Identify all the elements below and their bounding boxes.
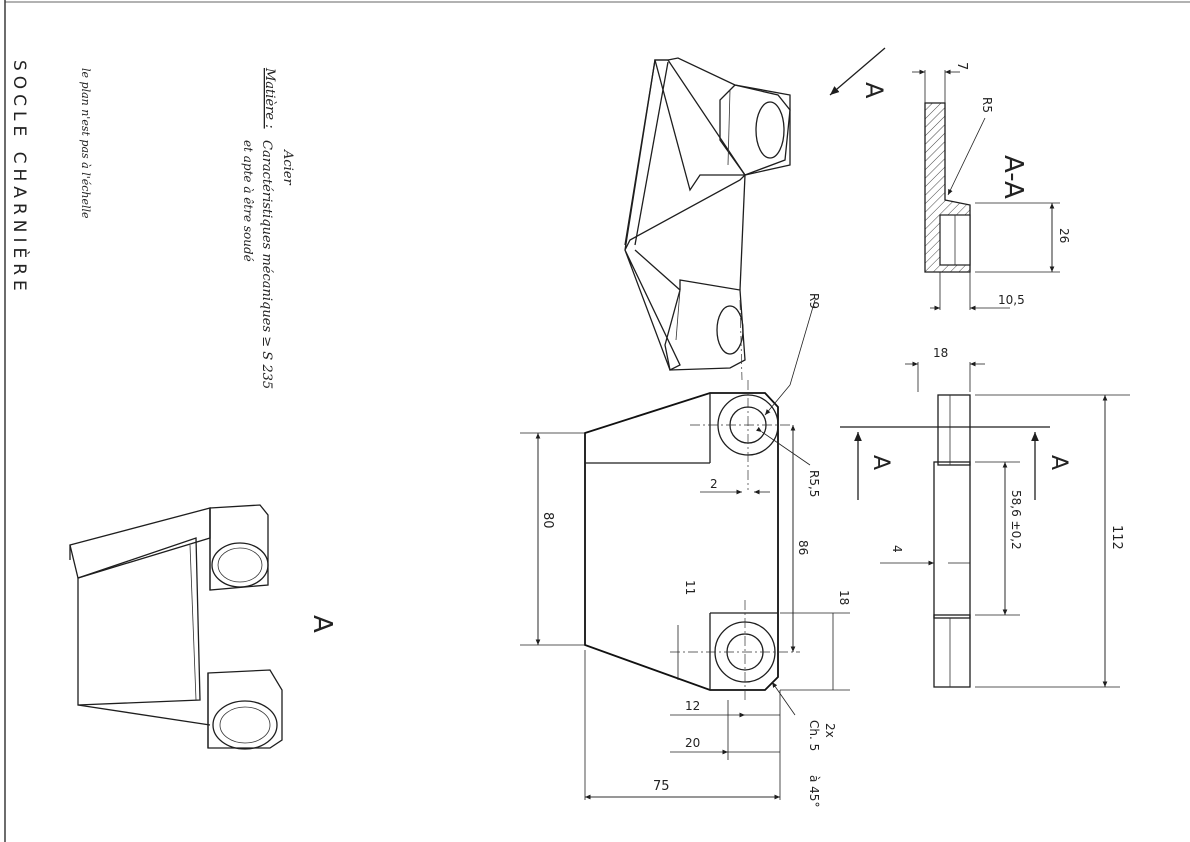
section-view-aa: 7 R5 A-A 26 10,5 — [912, 62, 1071, 311]
dim-18-top: 18 — [933, 346, 948, 360]
cut-letter-right: A — [1046, 455, 1071, 470]
view-arrow-label: A — [860, 82, 888, 99]
material-state: et apte à être soudé — [241, 140, 255, 262]
dim-10-5: 10,5 — [998, 293, 1025, 307]
dim-12: 12 — [685, 699, 700, 713]
dim-4: 4 — [890, 545, 904, 553]
chamfer-size: Ch. 5 — [807, 720, 821, 751]
front-view-dimensions: R9 R5,5 2 80 86 11 18 12 20 75 2x Ch. 5 — [520, 293, 851, 807]
title-block: SOCLE CHARNIÈRE le plan n'est pas à l'éc… — [9, 60, 295, 389]
dim-2: 2 — [710, 477, 718, 491]
perspective-view — [624, 57, 791, 381]
view-direction-arrow: A — [829, 47, 888, 99]
chamfer-angle: à 45° — [807, 775, 821, 807]
section-title: A-A — [998, 155, 1028, 199]
scale-note: le plan n'est pas à l'échelle — [79, 68, 92, 219]
view-a-label: A — [307, 615, 337, 633]
dim-18-side: 18 — [837, 590, 851, 605]
dim-11: 11 — [683, 580, 697, 595]
dim-7: 7 — [954, 62, 969, 70]
material-name: Acier — [280, 149, 295, 186]
drawing-title: SOCLE CHARNIÈRE — [9, 60, 31, 296]
dim-r5-5: R5,5 — [807, 470, 821, 497]
dim-r5: R5 — [980, 97, 994, 113]
cut-letter-left: A — [868, 455, 893, 470]
dim-80: 80 — [540, 512, 555, 529]
material-spec: Caractéristiques mécaniques ≥ S 235 — [259, 140, 274, 389]
dim-86: 86 — [796, 540, 810, 555]
dim-58-6: 58,6 ±0,2 — [1009, 490, 1023, 550]
material-label: Matière : — [262, 67, 277, 129]
front-view — [584, 380, 800, 700]
dim-112: 112 — [1109, 525, 1124, 550]
side-view: 18 112 58,6 ±0,2 4 A A — [840, 346, 1130, 688]
dim-26: 26 — [1057, 228, 1071, 243]
chamfer-count: 2x — [823, 723, 837, 738]
isometric-view-a: A — [69, 504, 337, 750]
dim-r9: R9 — [807, 293, 821, 309]
dim-20: 20 — [685, 736, 700, 750]
dim-75: 75 — [653, 779, 670, 794]
